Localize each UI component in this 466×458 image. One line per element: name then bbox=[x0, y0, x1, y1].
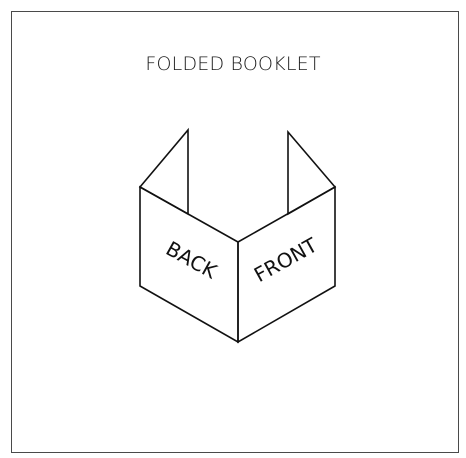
back-panel-label: BACK bbox=[162, 236, 222, 284]
front-panel bbox=[237, 185, 336, 344]
front-panel-label: FRONT bbox=[250, 232, 322, 286]
diagram-frame bbox=[11, 11, 459, 453]
left-fold-flap bbox=[138, 127, 189, 216]
right-fold-flap bbox=[287, 129, 337, 216]
diagram-title: FOLDED BOOKLET bbox=[145, 53, 321, 75]
